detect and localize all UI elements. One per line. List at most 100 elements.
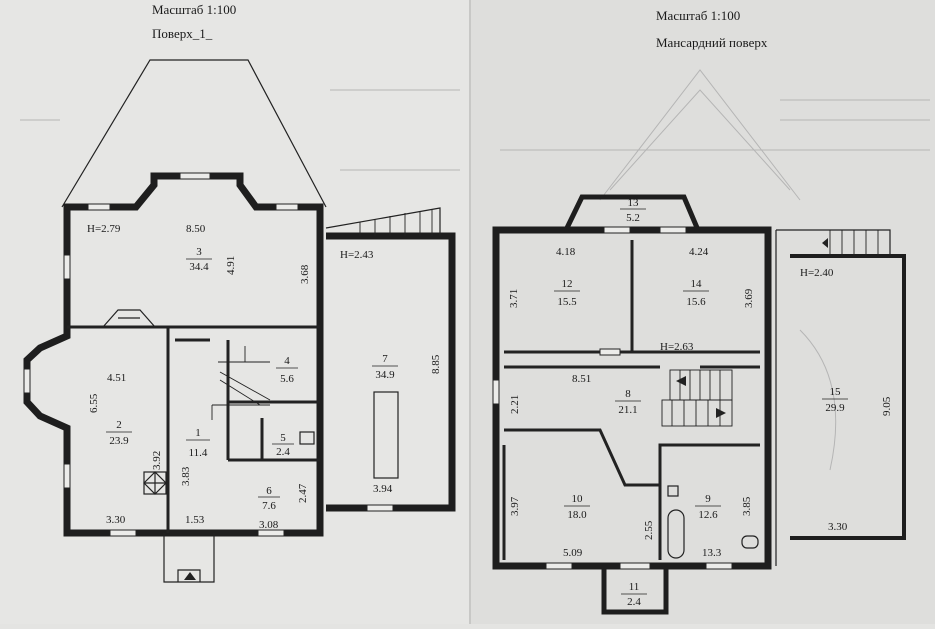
attic-balcony-stairs: [829, 230, 879, 256]
dim-451: 4.51: [107, 372, 126, 384]
garage-stairs: [359, 209, 433, 236]
dim-509: 5.09: [563, 547, 583, 559]
stove-grid: [143, 471, 167, 495]
roof-outline: [61, 59, 327, 208]
room-15-outline: [775, 229, 891, 566]
dim-850: 8.50: [186, 223, 206, 235]
room-10-area: 18.0: [567, 509, 587, 521]
entrance-porch: [163, 533, 215, 583]
bay-13-walls: [563, 194, 701, 232]
right-plan: Масштаб 1:100 Мансардний поверх 13 5.2 1…: [492, 8, 906, 615]
right-windows: [492, 226, 733, 570]
dim-369: 3.69: [743, 288, 755, 308]
dim-905: 9.05: [881, 396, 893, 416]
garage-stair-outline: [325, 207, 441, 236]
dim-h279: H=2.79: [87, 223, 121, 235]
room-4-area: 5.6: [280, 373, 294, 385]
dim-385: 3.85: [741, 496, 753, 516]
room-11-area: 2.4: [627, 596, 641, 608]
room-14-number: 14: [691, 278, 703, 290]
toilet-icon-attic: [741, 535, 759, 549]
dim-330: 3.30: [106, 514, 126, 526]
room-13-area: 5.2: [626, 212, 640, 224]
left-dimensions: H=2.79 8.50 4.91 3.68 H=2.43 8.85 4.51 6…: [87, 223, 442, 531]
attic-partitions: [502, 240, 760, 560]
room-9-area: 12.6: [698, 509, 718, 521]
dim-424: 4.24: [689, 246, 709, 258]
sink-icon: [667, 485, 679, 497]
room-6-number: 6: [266, 485, 272, 497]
dim-h243: H=2.43: [340, 249, 374, 261]
dim-h240: H=2.40: [800, 267, 834, 279]
stair-down-arrow-icon: [716, 408, 726, 418]
left-floor-label: Поверх_1_: [152, 26, 213, 41]
room-8-number: 8: [625, 388, 631, 400]
dim-153: 1.53: [185, 514, 205, 526]
dim-491: 4.91: [225, 256, 237, 275]
dim-h263: H=2.63: [660, 341, 694, 353]
room-15-number: 15: [830, 386, 842, 398]
room-9-number: 9: [705, 493, 711, 505]
room-12-area: 15.5: [557, 296, 577, 308]
left-plan: Масштаб 1:100 Поверх_1_ 3 34.4 2 23.9 1 …: [23, 2, 456, 583]
hall-stairs: [211, 346, 271, 420]
room-10-number: 10: [572, 493, 584, 505]
dim-247: 2.47: [297, 483, 309, 503]
toilet-icon: [299, 431, 315, 445]
dim-255: 2.55: [643, 520, 655, 540]
room-15-area: 29.9: [825, 402, 845, 414]
room-1-number: 1: [195, 427, 201, 439]
dim-368: 3.68: [299, 264, 311, 284]
room-2-area: 23.9: [109, 435, 129, 447]
room-7-area: 34.9: [375, 369, 395, 381]
dim-418: 4.18: [556, 246, 576, 258]
right-floor-label: Мансардний поверх: [656, 35, 768, 50]
stair-arrow-icon: [822, 238, 828, 248]
room-8-area: 21.1: [618, 404, 637, 416]
dim-655: 6.55: [88, 393, 100, 413]
room-11-number: 11: [629, 581, 640, 593]
fireplace: [102, 309, 156, 328]
room-3-area: 34.4: [189, 261, 209, 273]
room-3-number: 3: [196, 246, 202, 258]
dim-383: 3.83: [180, 466, 192, 486]
room-5-area: 2.4: [276, 446, 290, 458]
room-13-number: 13: [628, 197, 640, 209]
entrance-arrow-icon: [184, 572, 196, 580]
right-room-labels: 13 5.2 12 15.5 14 15.6 8 21.1 10 18.0 9 …: [554, 197, 848, 608]
entrance-step: [177, 569, 201, 582]
room-15-walls: [790, 254, 906, 540]
dim-397: 3.97: [509, 496, 521, 516]
left-windows: [23, 172, 394, 537]
house-walls: [23, 172, 324, 537]
room-2-number: 2: [116, 419, 122, 431]
stair-up-arrow-icon: [676, 376, 686, 386]
dim-392: 3.92: [151, 451, 163, 470]
show-through-lines: [20, 69, 930, 471]
room-1-area: 11.4: [189, 447, 208, 459]
dim-330-attic: 3.30: [828, 521, 848, 533]
left-sheet: [0, 0, 470, 624]
room-12-number: 12: [562, 278, 573, 290]
right-scale-label: Масштаб 1:100: [656, 8, 740, 23]
room-7-number: 7: [382, 353, 388, 365]
dim-851: 8.51: [572, 373, 591, 385]
right-sheet: [470, 0, 935, 624]
dim-885: 8.85: [430, 354, 442, 374]
dim-394: 3.94: [373, 483, 393, 495]
room-6-area: 7.6: [262, 500, 276, 512]
dim-371: 3.71: [508, 289, 520, 308]
left-room-labels: 3 34.4 2 23.9 1 11.4 4 5.6 5 2.4 6 7.6 7…: [106, 246, 398, 512]
garage-parking-block: [373, 391, 399, 479]
dim-221: 2.21: [509, 395, 521, 414]
dim-133: 13.3: [702, 547, 722, 559]
room-14-area: 15.6: [686, 296, 706, 308]
right-dimensions: 4.18 4.24 3.71 3.69 H=2.63 H=2.40 8.51 2…: [508, 246, 893, 559]
bathtub-icon: [667, 509, 685, 559]
balcony-11-walls: [601, 566, 669, 615]
room-4-number: 4: [284, 355, 290, 367]
dim-308: 3.08: [259, 519, 279, 531]
left-scale-label: Масштаб 1:100: [152, 2, 236, 17]
